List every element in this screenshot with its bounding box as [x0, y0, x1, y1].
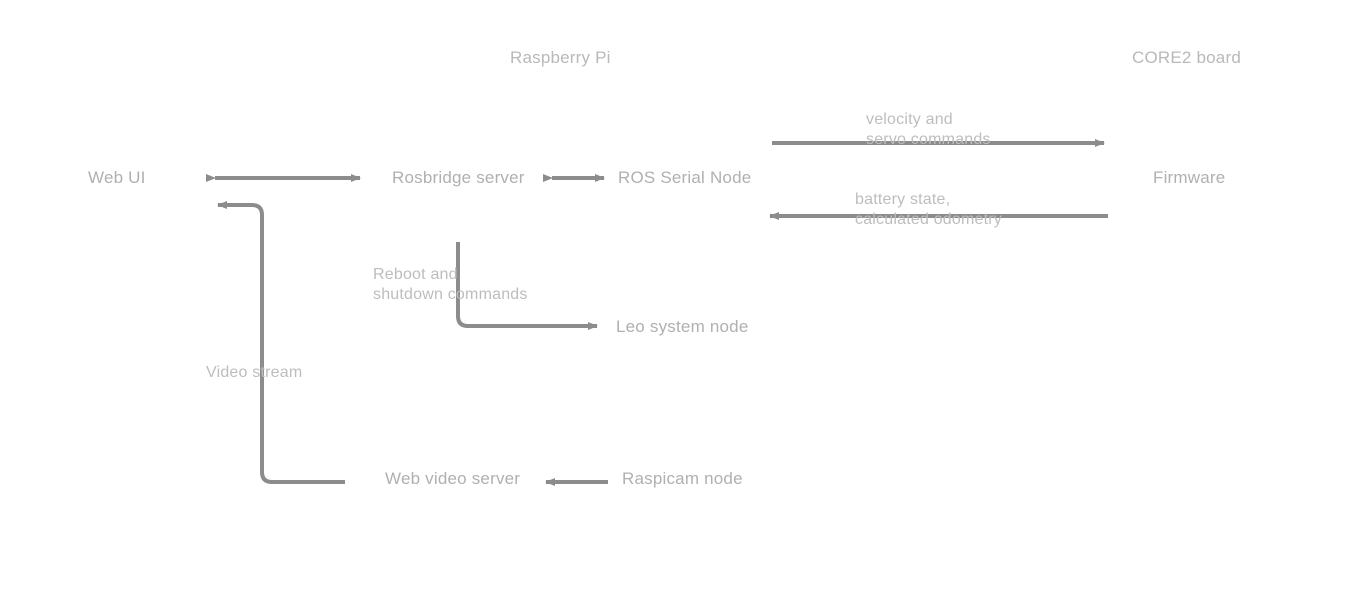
group-title-raspberry-pi: Raspberry Pi — [510, 48, 611, 67]
node-ros-serial-node[interactable]: ROS Serial Node — [618, 168, 752, 187]
node-web-video-server[interactable]: Web video server — [385, 469, 521, 488]
edge-label-line-1: velocity and — [866, 111, 953, 128]
edge-label-velocity-servo-commands: velocity and servo commands — [866, 110, 991, 150]
edge-webvideoserver-webui — [217, 201, 345, 484]
node-leo-system-node[interactable]: Leo system node — [616, 317, 749, 336]
node-web-ui[interactable]: Web UI — [88, 168, 146, 187]
edge-label-line-1: battery state, — [855, 191, 951, 208]
node-firmware[interactable]: Firmware — [1153, 168, 1226, 187]
edge-label-line-2: servo commands — [866, 131, 991, 148]
edge-label-line-1: Reboot and — [373, 266, 458, 283]
node-rosbridge-server[interactable]: Rosbridge server — [392, 168, 525, 187]
node-raspicam-node[interactable]: Raspicam node — [622, 469, 743, 488]
edge-label-line-2: shutdown commands — [373, 286, 528, 303]
group-title-core2-board: CORE2 board — [1132, 48, 1241, 67]
edge-label-reboot-shutdown-commands: Reboot and shutdown commands — [373, 265, 528, 305]
edge-label-video-stream: Video stream — [206, 363, 302, 383]
edge-label-battery-state-odometry: battery state, calculated odometry — [855, 190, 1002, 230]
edge-label-line-2: calculated odometry — [855, 211, 1002, 228]
edge-label-line-1: Video stream — [206, 364, 303, 381]
